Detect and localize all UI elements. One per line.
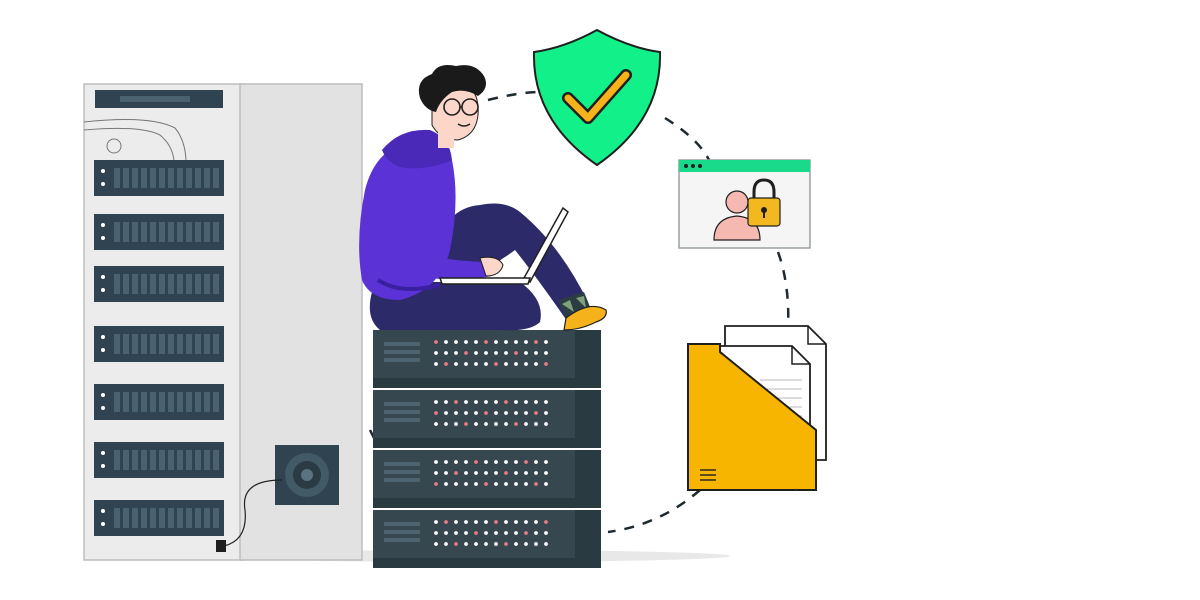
developer-person-icon [359, 65, 607, 331]
rack-units [94, 160, 224, 536]
rack-unit [94, 500, 224, 536]
rack-unit [94, 266, 224, 302]
rack-unit [94, 442, 224, 478]
server-unit [373, 450, 601, 508]
rack-unit [94, 160, 224, 196]
rack-unit [94, 214, 224, 250]
fan-icon [275, 445, 339, 505]
rack-unit [94, 326, 224, 362]
server-stack-icon [373, 330, 601, 568]
server-unit [373, 330, 601, 388]
folder-documents-icon [687, 325, 827, 491]
padlock-icon [747, 178, 781, 227]
server-unit [373, 390, 601, 448]
laptop-icon [438, 206, 569, 285]
server-rack-icon [83, 83, 363, 561]
rack-unit [94, 384, 224, 420]
user-lock-window-icon [678, 159, 811, 249]
server-unit [373, 510, 601, 568]
shield-check-icon [532, 28, 662, 167]
